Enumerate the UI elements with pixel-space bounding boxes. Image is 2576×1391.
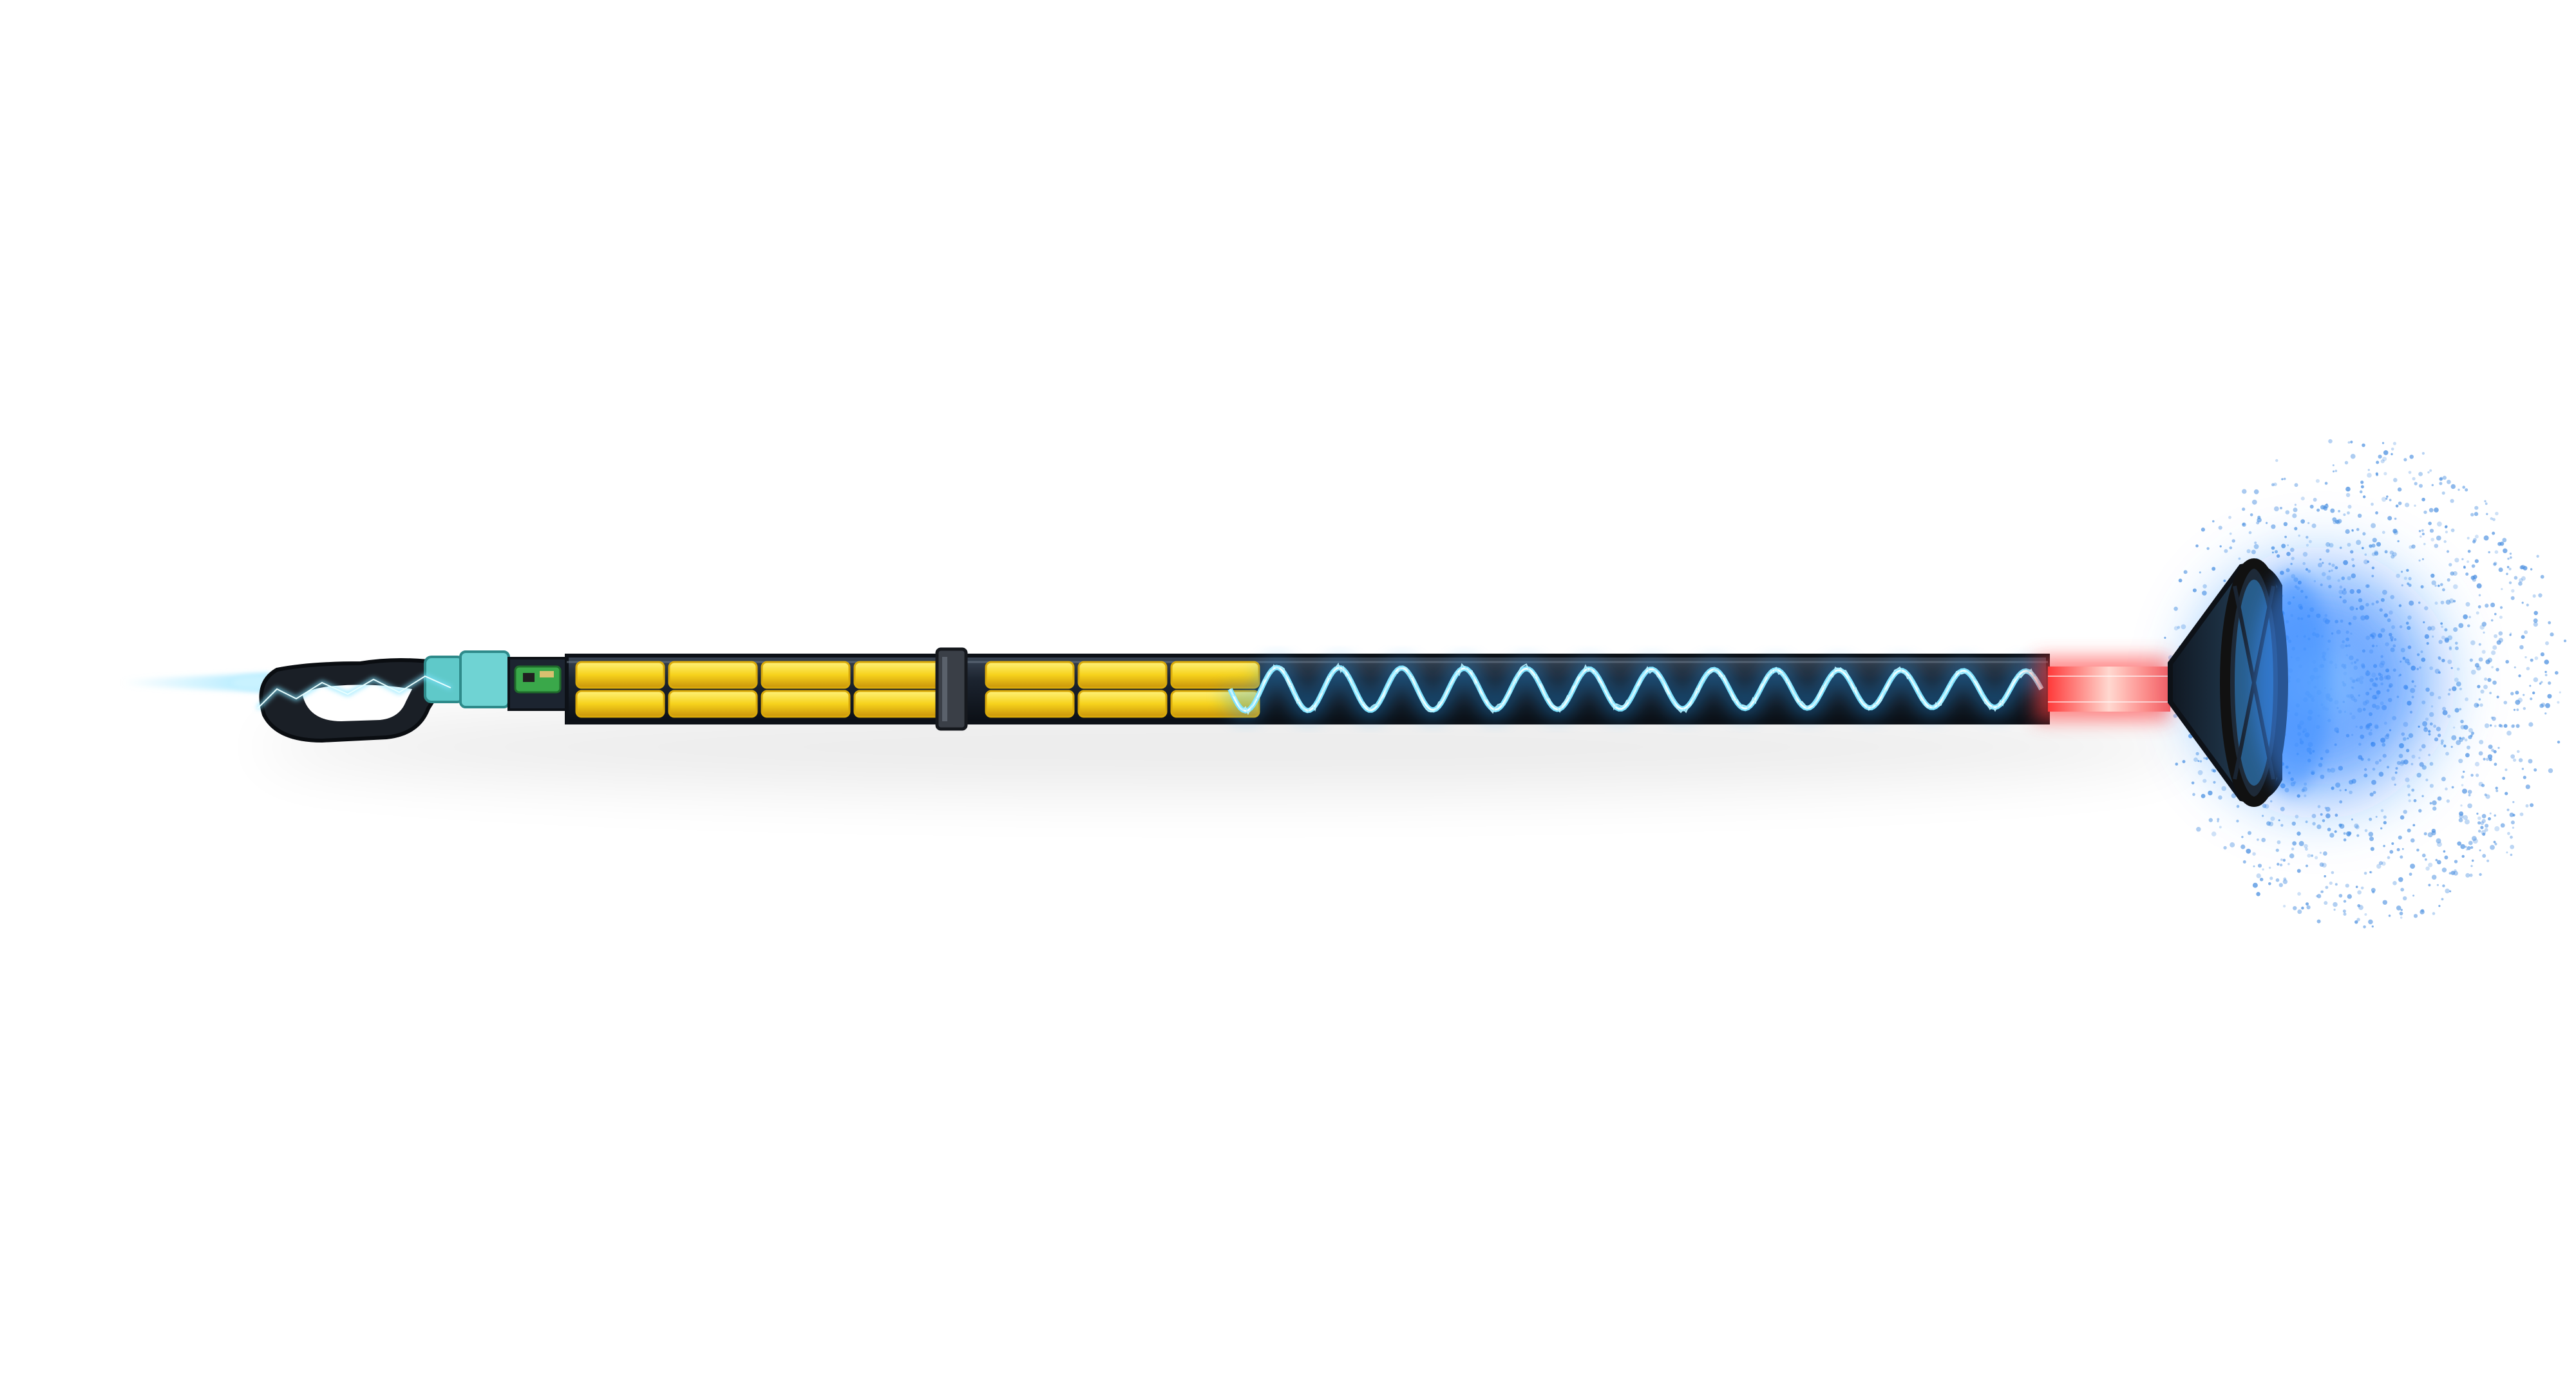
battery-cell — [575, 661, 665, 689]
battery-cell — [853, 661, 943, 689]
handle — [256, 650, 510, 743]
battery-cell — [761, 690, 851, 718]
battery-cell — [668, 690, 758, 718]
electric-coil — [1221, 657, 2050, 721]
emitter-cone — [2168, 535, 2467, 831]
battery-cell — [761, 661, 851, 689]
battery-cell — [985, 690, 1075, 718]
tube-clamp — [935, 647, 968, 731]
circuit-board — [507, 657, 574, 711]
battery-cell — [1077, 690, 1168, 718]
battery-pack — [575, 661, 1260, 718]
heater-element — [2035, 657, 2170, 721]
battery-cell — [853, 690, 943, 718]
battery-cell — [985, 661, 1075, 689]
battery-cell — [575, 690, 665, 718]
battery-cell — [1077, 661, 1168, 689]
battery-cell — [1170, 661, 1260, 689]
battery-cell — [668, 661, 758, 689]
handle-beam — [122, 673, 283, 692]
